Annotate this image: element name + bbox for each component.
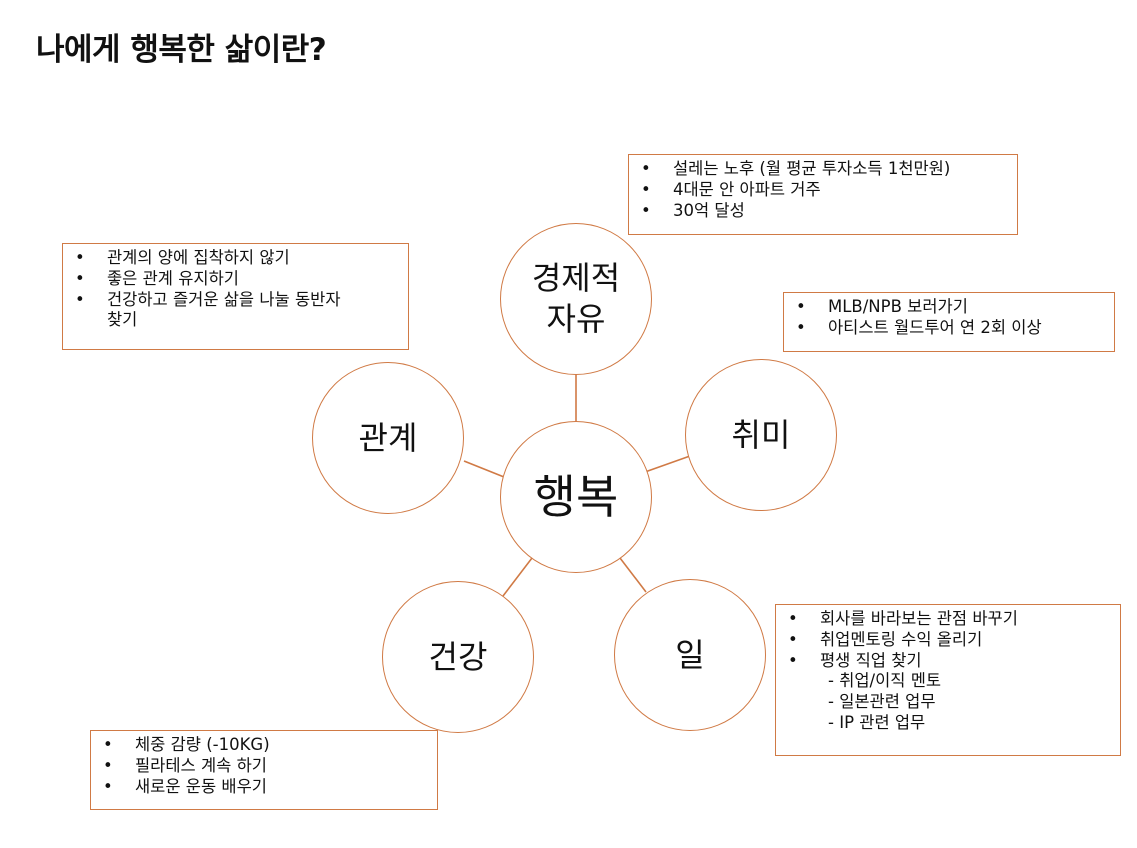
node-work-label: 일	[675, 635, 705, 674]
list-item: 평생 직업 찾기	[784, 651, 1112, 672]
list-item: 관계의 양에 집착하지 않기	[71, 248, 400, 269]
node-health-label: 건강	[428, 637, 488, 676]
list-item: 4대문 안 아파트 거주	[637, 180, 1009, 201]
node-relationship-label: 관계	[358, 418, 418, 457]
node-hobby-label: 취미	[731, 415, 791, 454]
list-item: 건강하고 즐거운 삶을 나눌 동반자	[71, 290, 400, 311]
list-item: 새로운 운동 배우기	[99, 777, 429, 798]
connector-center-hobby	[644, 455, 691, 473]
node-health: 건강	[382, 581, 534, 733]
node-relationship: 관계	[312, 362, 464, 514]
page-title: 나에게 행복한 삶이란?	[36, 32, 327, 68]
list-item: 설레는 노후 (월 평균 투자소득 1천만원)	[637, 159, 1009, 180]
node-work: 일	[614, 579, 766, 731]
list-item: 아티스트 월드투어 연 2회 이상	[792, 318, 1106, 339]
box-relationship: 관계의 양에 집착하지 않기 좋은 관계 유지하기 건강하고 즐거운 삶을 나눌…	[62, 243, 409, 350]
box-economic-freedom: 설레는 노후 (월 평균 투자소득 1천만원) 4대문 안 아파트 거주 30억…	[628, 154, 1018, 235]
connector-center-work	[619, 557, 647, 593]
list-item: 회사를 바라보는 관점 바꾸기	[784, 609, 1112, 630]
node-economic-freedom-label: 경제적 자유	[531, 259, 621, 338]
list-item-continuation: 찾기	[107, 310, 138, 330]
list-item: MLB/NPB 보러가기	[792, 297, 1106, 318]
node-hobby: 취미	[685, 359, 837, 511]
sub-item: - 일본관련 업무	[828, 692, 936, 712]
box-health: 체중 감량 (-10KG) 필라테스 계속 하기 새로운 운동 배우기	[90, 730, 438, 810]
list-item: 취업멘토링 수익 올리기	[784, 630, 1112, 651]
sub-item: - 취업/이직 멘토	[828, 671, 942, 691]
list-item: 30억 달성	[637, 201, 1009, 222]
box-work: 회사를 바라보는 관점 바꾸기 취업멘토링 수익 올리기 평생 직업 찾기 - …	[775, 604, 1121, 756]
sub-item: - IP 관련 업무	[828, 712, 926, 732]
node-center-happiness-label: 행복	[533, 469, 619, 524]
connector-center-relationship	[463, 460, 505, 478]
connector-center-health	[502, 557, 533, 597]
list-item: 필라테스 계속 하기	[99, 756, 429, 777]
list-item: 좋은 관계 유지하기	[71, 269, 400, 290]
node-center-happiness: 행복	[500, 421, 652, 573]
node-economic-freedom: 경제적 자유	[500, 223, 652, 375]
box-hobby: MLB/NPB 보러가기 아티스트 월드투어 연 2회 이상	[783, 292, 1115, 352]
list-item: 체중 감량 (-10KG)	[99, 735, 429, 756]
